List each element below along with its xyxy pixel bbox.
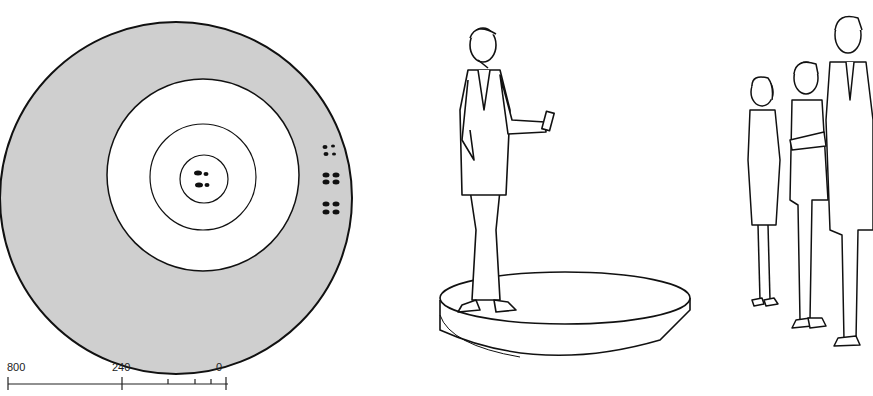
speaker-figure — [458, 28, 554, 312]
footprints — [194, 144, 340, 214]
scale-bar — [8, 377, 228, 390]
listener-figure — [790, 62, 828, 328]
scale-label: 0 — [216, 361, 222, 373]
zone-circles — [0, 22, 352, 374]
scale-label: 800 — [7, 361, 25, 373]
listener-figure — [748, 77, 780, 306]
listener-figure — [826, 17, 873, 347]
scale-label: 240 — [112, 361, 130, 373]
